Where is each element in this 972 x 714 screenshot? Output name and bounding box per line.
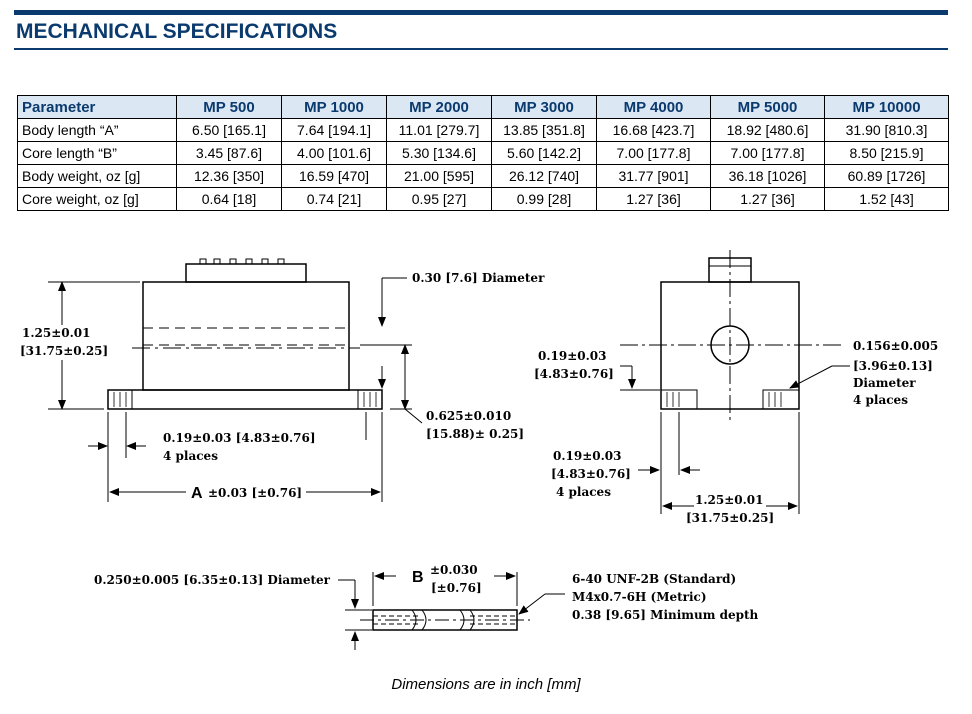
flange-height-label: 0.625±0.010 — [426, 409, 511, 423]
title-underline — [14, 48, 948, 50]
connector-pins — [199, 258, 285, 265]
table-cell: 5.30 [134.6] — [386, 141, 492, 165]
table-cell: 16.59 [470] — [281, 164, 387, 188]
core-labels: 0.250±0.005 [6.35±0.13] Diameter B ±0.03… — [94, 563, 759, 622]
table-cell: 7.64 [194.1] — [281, 118, 387, 142]
side-body — [142, 281, 350, 391]
spec-table: Parameter MP 500 MP 1000 MP 2000 MP 3000… — [17, 95, 949, 211]
hole-diameter-word: Diameter — [853, 376, 916, 390]
table-row: Body length “A” 6.50 [165.1] 7.64 [194.1… — [17, 118, 949, 142]
diameter-label: 0.30 [7.6] Diameter — [412, 271, 545, 285]
end-foot-top-label: 0.19±0.03 — [538, 349, 607, 363]
core-view — [338, 572, 565, 650]
units-footnote: Dimensions are in inch [mm] — [391, 676, 581, 693]
thread-standard-label: 6-40 UNF-2B (Standard) — [572, 572, 736, 586]
side-view-labels: 1.25±0.01 [31.75±0.25] 0.30 [7.6] Diamet… — [20, 271, 545, 502]
table-cell: 11.01 [279.7] — [386, 118, 492, 142]
col-header: MP 1000 — [281, 95, 387, 119]
thread-metric-label: M4x0.7-6H (Metric) — [572, 590, 707, 604]
table-cell: 3.45 [87.6] — [176, 141, 282, 165]
end-width-label-metric: [31.75±0.25] — [686, 511, 774, 525]
end-foot-count-label: 4 places — [556, 485, 611, 499]
table-cell: 0.95 [27] — [386, 187, 492, 211]
hole-count-label: 4 places — [853, 393, 908, 407]
page-title: MECHANICAL SPECIFICATIONS — [16, 20, 338, 43]
thread-depth-label: 0.38 [9.65] Minimum depth — [572, 608, 759, 622]
table-cell: Body weight, oz [g] — [17, 164, 177, 188]
top-rule — [14, 10, 948, 15]
col-header: MP 10000 — [824, 95, 949, 119]
table-cell: 1.52 [43] — [824, 187, 949, 211]
col-header: MP 3000 — [491, 95, 597, 119]
table-cell: 21.00 [595] — [386, 164, 492, 188]
table-cell: 5.60 [142.2] — [491, 141, 597, 165]
col-header: Parameter — [17, 95, 177, 119]
table-cell: 1.27 [36] — [596, 187, 711, 211]
table-cell: 13.85 [351.8] — [491, 118, 597, 142]
end-foot-bottom-label-metric: [4.83±0.76] — [551, 467, 631, 481]
flange-height-label-metric: [15.88)± 0.25] — [426, 427, 524, 441]
table-cell: Core weight, oz [g] — [17, 187, 177, 211]
height-label: 1.25±0.01 — [22, 326, 91, 340]
height-label-metric: [31.75±0.25] — [20, 344, 108, 358]
table-cell: 12.36 [350] — [176, 164, 282, 188]
side-connector — [185, 263, 307, 283]
end-width-label: 1.25±0.01 — [695, 493, 764, 507]
table-cell: 1.27 [36] — [710, 187, 825, 211]
table-cell: Body length “A” — [17, 118, 177, 142]
table-cell: 0.99 [28] — [491, 187, 597, 211]
foot-count-label: 4 places — [163, 449, 218, 463]
table-cell: 0.64 [18] — [176, 187, 282, 211]
table-row: Core weight, oz [g] 0.64 [18] 0.74 [21] … — [17, 187, 949, 211]
length-letter-a: A — [191, 485, 203, 502]
core-length-letter-b: B — [412, 569, 424, 586]
end-foot-bottom-label: 0.19±0.03 — [553, 449, 622, 463]
hole-diameter-label-metric: [3.96±0.13] — [853, 359, 933, 373]
table-cell: 4.00 [101.6] — [281, 141, 387, 165]
end-view-labels: 0.19±0.03 [4.83±0.76] 0.156±0.005 [3.96±… — [534, 339, 938, 525]
end-view — [620, 250, 850, 514]
core-diameter-label: 0.250±0.005 [6.35±0.13] Diameter — [94, 573, 331, 587]
core-length-tolerance: ±0.030 — [430, 563, 478, 577]
side-base — [107, 389, 383, 410]
table-cell: 36.18 [1026] — [710, 164, 825, 188]
table-row: Body weight, oz [g] 12.36 [350] 16.59 [4… — [17, 164, 949, 188]
col-header: MP 4000 — [596, 95, 711, 119]
col-header: MP 2000 — [386, 95, 492, 119]
end-foot-top-label-metric: [4.83±0.76] — [534, 367, 614, 381]
foot-width-label: 0.19±0.03 [4.83±0.76] — [163, 431, 316, 445]
table-cell: 16.68 [423.7] — [596, 118, 711, 142]
length-tolerance-label: ±0.03 [±0.76] — [208, 486, 302, 500]
table-cell: 0.74 [21] — [281, 187, 387, 211]
side-view — [48, 258, 423, 502]
core-length-tolerance-metric: [±0.76] — [431, 581, 482, 595]
hole-diameter-label: 0.156±0.005 — [853, 339, 938, 353]
